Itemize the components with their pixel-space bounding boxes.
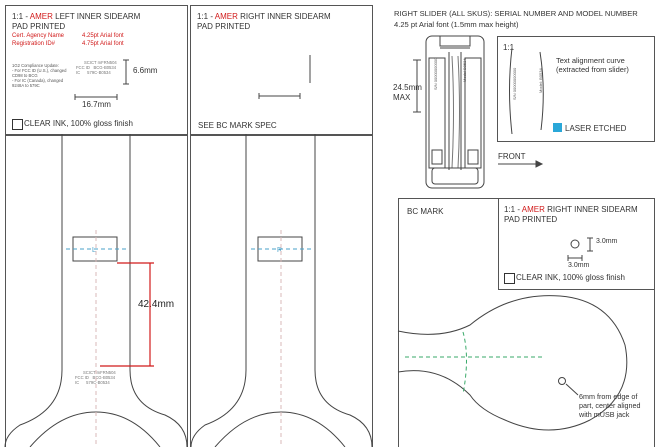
spec-label-cert: Cert. Agency Name [12, 33, 65, 39]
bc-panel-subtitle: PAD PRINTED [504, 215, 558, 224]
bc-mark-location [558, 377, 566, 385]
side-letter-right: R [277, 247, 283, 254]
dim-label-horizontal: 16.7mm [82, 100, 111, 109]
spec-value-cert: 4.25pt Arial font [82, 33, 124, 39]
bc-mark-label: BC MARK [407, 207, 444, 216]
brand-name: AMER [214, 12, 238, 21]
slider-subtitle: 4.25 pt Arial font (1.5mm max height) [394, 20, 519, 29]
mini-label-block: SCICT mFRN504 FCC ID BCG-B0534 IC 579C-B… [76, 60, 117, 75]
laser-etched-swatch [553, 123, 562, 132]
title-prefix: 1:1 - [12, 12, 29, 21]
front-label: FRONT [498, 152, 526, 161]
curve-box-scale: 1:1 [503, 43, 515, 52]
bc-part-outline [397, 295, 628, 431]
dim-label-42mm: 42.4mm [138, 299, 175, 310]
middle-sidearm-outline [190, 134, 247, 447]
text-alignment-box [497, 36, 655, 142]
bc-ink-checkbox [504, 273, 515, 284]
slider-dim-label-max: MAX [393, 93, 411, 102]
bc-dim-2: 3.0mm [568, 262, 590, 269]
bc-panel-title: 1:1 - AMER RIGHT INNER SIDEARM [504, 205, 638, 214]
laser-etched-label: LASER ETCHED [565, 124, 627, 133]
left-sidearm-outline [4, 134, 63, 447]
bc-mark-symbol [570, 239, 580, 249]
middle-spec-panel [190, 5, 373, 136]
bc-mark-reference: SEE BC MARK SPEC [198, 121, 277, 130]
bc-dim-1: 3.0mm [596, 238, 618, 245]
curve-caption: Text alignment curve (extracted from sli… [556, 56, 629, 74]
ink-note: CLEAR INK, 100% gloss finish [24, 119, 133, 128]
middle-panel-subtitle: PAD PRINTED [197, 22, 251, 31]
bc-spec-box [498, 198, 655, 290]
title-rest: LEFT INNER SIDEARM [52, 12, 141, 21]
spec-label-registration: Registration ID# [12, 41, 56, 47]
alignment-curve-left [509, 47, 513, 135]
brand-name: AMER [521, 205, 545, 214]
left-panel-subtitle: PAD PRINTED [12, 22, 66, 31]
alignment-curve-right [539, 51, 544, 131]
compliance-note: 1G2 Compliance Update: - For FCC ID (U.S… [12, 63, 67, 88]
middle-panel-title: 1:1 - AMER RIGHT INNER SIDEARM [197, 12, 331, 21]
mini-label-block-lower: SCICT mFRN504 FCC ID BCG-B0534 IC 579C-B… [75, 370, 116, 385]
dim-label-vertical: 6.6mm [133, 66, 158, 75]
middle-drawing-panel [190, 134, 373, 447]
left-drawing-panel [5, 134, 188, 447]
slider-dim-label: 24.5mm [393, 83, 422, 92]
ink-checkbox [12, 119, 23, 130]
side-letter-left: L [92, 247, 96, 254]
brand-name: AMER [29, 12, 53, 21]
spec-value-registration: 4.75pt Arial font [82, 41, 124, 47]
left-spec-panel [5, 5, 188, 136]
slider-body [425, 35, 485, 189]
slider-title: RIGHT SLIDER (ALL SKUS): SERIAL NUMBER A… [394, 9, 638, 18]
left-panel-title: 1:1 - AMER LEFT INNER SIDEARM [12, 12, 140, 22]
bc-ink-note: CLEAR INK, 100% gloss finish [516, 273, 625, 282]
